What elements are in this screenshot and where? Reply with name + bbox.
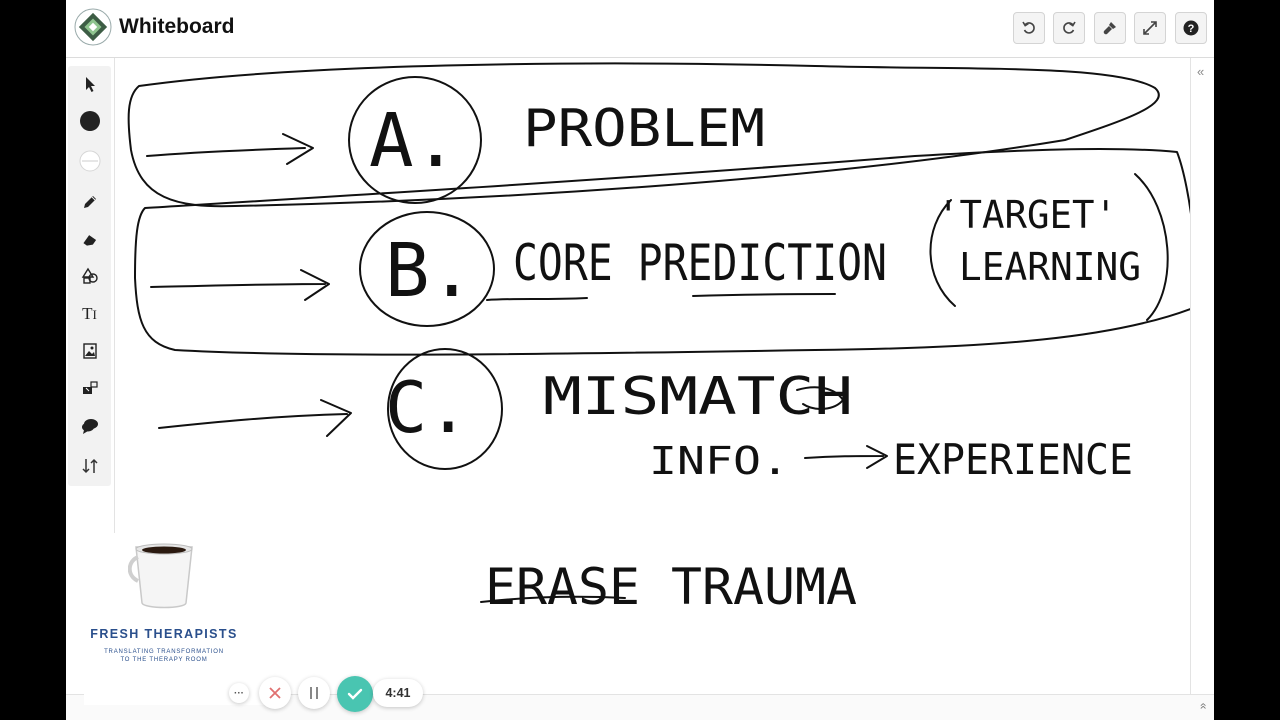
close-icon	[269, 687, 281, 699]
arrow-c	[158, 399, 352, 437]
drawing-toolbar: TI	[68, 66, 111, 486]
check-icon	[347, 688, 363, 700]
pencil-icon	[83, 195, 96, 208]
select-tool[interactable]	[73, 67, 106, 100]
strike-erase	[480, 595, 626, 603]
row-b-note-1: 'TARGET'	[937, 193, 1117, 237]
text-icon-cursor: I	[92, 306, 97, 322]
row-a-text: PROBLEM	[523, 99, 765, 159]
text-icon: TI	[82, 304, 97, 324]
sort-icon	[81, 458, 98, 473]
footer-text: ERASE TRAUMA	[485, 558, 857, 616]
app-logo	[74, 8, 112, 46]
row-c-text: MISMATCH	[543, 367, 853, 427]
header: Whiteboard ?	[66, 0, 1214, 58]
shapes-icon	[81, 267, 98, 284]
brand-name: FRESH THERAPISTS	[90, 627, 238, 641]
right-panel: «	[1190, 58, 1214, 694]
row-b-letter: B.	[385, 228, 474, 314]
chevrons-up-icon[interactable]: »	[1196, 699, 1210, 713]
shapes-tool[interactable]	[73, 259, 106, 292]
brand-overlay: FRESH THERAPISTS TRANSLATING TRANSFORMAT…	[84, 535, 264, 705]
comment-tool[interactable]	[73, 409, 106, 442]
pause-recording-button[interactable]	[298, 677, 330, 709]
cancel-recording-button[interactable]	[259, 677, 291, 709]
help-button[interactable]: ?	[1175, 12, 1207, 44]
brush-icon	[1103, 22, 1116, 35]
select-icon	[85, 76, 95, 92]
comment-icon	[81, 418, 98, 434]
row-a-band	[127, 62, 1160, 208]
circle-c	[387, 348, 503, 470]
undo-icon	[1022, 21, 1035, 34]
arrow-b	[150, 269, 330, 301]
strike-mismatch	[796, 386, 844, 410]
more-options-button[interactable]: ···	[229, 683, 249, 703]
collapse-panel-button[interactable]: «	[1197, 64, 1204, 79]
whiteboard-app: Whiteboard ?	[66, 0, 1214, 720]
redo-button[interactable]	[1053, 12, 1085, 44]
paren-right	[1134, 173, 1169, 321]
whiteboard-canvas[interactable]: A. PROBLEM B. CORE PREDICTION 'TARGET' L…	[115, 58, 1197, 694]
row-c-sub-right: EXPERIENCE	[893, 435, 1133, 484]
toolbar-divider	[114, 58, 115, 533]
row-a-letter: A.	[369, 98, 458, 184]
info-arrow	[804, 445, 888, 469]
row-c-sub-left: INFO.	[649, 439, 789, 483]
white-color-tool[interactable]	[73, 144, 106, 177]
sort-tool[interactable]	[73, 449, 106, 482]
row-c-letter: C.	[385, 367, 469, 449]
fullscreen-button[interactable]	[1134, 12, 1166, 44]
pencil-tool[interactable]	[73, 185, 106, 218]
pause-icon	[310, 687, 318, 699]
redo-icon	[1063, 21, 1076, 34]
black-color-tool[interactable]	[73, 104, 106, 137]
chevrons-up-glyph: »	[1195, 702, 1210, 710]
undo-button[interactable]	[1013, 12, 1045, 44]
image-icon	[82, 342, 97, 359]
insert-media-tool[interactable]	[73, 371, 106, 404]
drawing-layer: A. PROBLEM B. CORE PREDICTION 'TARGET' L…	[127, 62, 1197, 616]
chevrons-left-icon: «	[1197, 64, 1205, 79]
recording-timer: 4:41	[373, 679, 423, 707]
row-b-text: CORE PREDICTION	[513, 234, 887, 292]
coffee-cup-icon	[128, 543, 193, 609]
expand-icon	[1143, 21, 1157, 35]
more-icon: ···	[234, 687, 244, 699]
svg-text:?: ?	[1188, 23, 1195, 35]
text-icon-glyph: T	[82, 303, 93, 323]
underline-core	[486, 297, 588, 301]
image-tool[interactable]	[73, 334, 106, 367]
arrow-a	[146, 133, 314, 165]
row-b-band	[134, 148, 1197, 356]
text-tool[interactable]: TI	[73, 297, 106, 330]
white-color-icon	[79, 150, 100, 171]
paren-left	[929, 199, 956, 307]
finish-recording-button[interactable]	[337, 676, 373, 712]
brand-tagline: TRANSLATING TRANSFORMATION TO THE THERAP…	[104, 649, 224, 663]
row-b-note-2: LEARNING	[959, 245, 1141, 289]
eraser-icon	[82, 234, 96, 246]
underline-prediction	[692, 293, 836, 297]
circle-a	[348, 76, 482, 204]
clear-brush-button[interactable]	[1094, 12, 1126, 44]
circle-b	[359, 211, 495, 327]
insert-media-icon	[82, 380, 98, 394]
black-color-icon	[79, 110, 100, 131]
app-title: Whiteboard	[119, 15, 235, 38]
help-icon: ?	[1183, 20, 1199, 36]
eraser-tool[interactable]	[73, 222, 106, 255]
